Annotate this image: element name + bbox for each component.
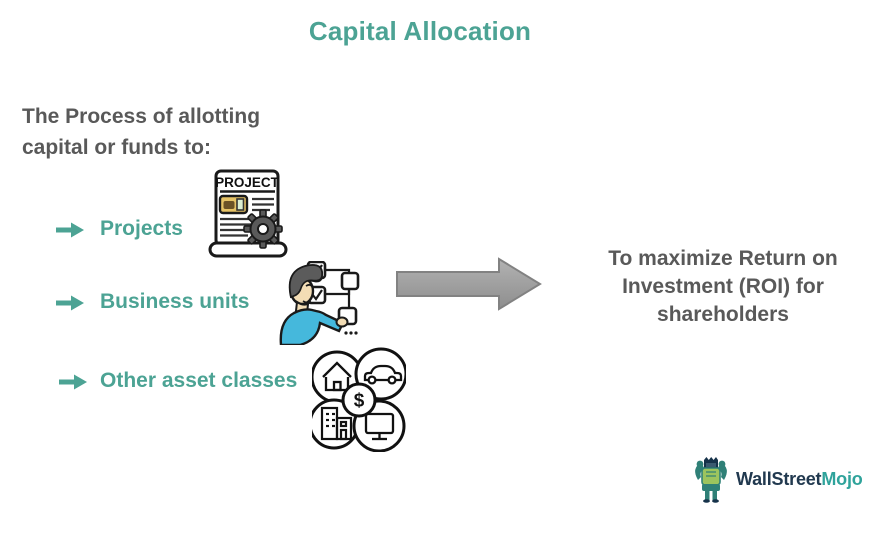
outcome-text: To maximize Return on Investment (ROI) f… bbox=[575, 245, 871, 329]
logo-brand-primary: WallStreet bbox=[736, 468, 822, 489]
intro-line-1: The Process of allotting bbox=[22, 105, 261, 128]
project-document-icon: PROJECT bbox=[206, 168, 290, 259]
project-doc-label: PROJECT bbox=[215, 175, 280, 190]
bullet-label-projects: Projects bbox=[100, 217, 183, 240]
gear-icon bbox=[243, 209, 283, 249]
page-title: Capital Allocation bbox=[308, 16, 532, 46]
house-icon bbox=[322, 361, 352, 392]
bullet-label-business-units: Business units bbox=[100, 290, 250, 313]
dollar-circle bbox=[341, 382, 377, 418]
bullet-arrow-icon bbox=[55, 221, 85, 239]
intro-line-2: capital or funds to: bbox=[22, 136, 211, 159]
logo-text: WallStreetMojo bbox=[736, 469, 863, 490]
wallstreetmojo-mascot-icon bbox=[690, 455, 732, 503]
bullet-arrow-icon bbox=[55, 294, 85, 312]
bullet-label-other-asset-classes: Other asset classes bbox=[100, 369, 298, 392]
outcome-line-3: shareholders bbox=[657, 303, 789, 326]
wallstreetmojo-logo: WallStreetMojo bbox=[690, 455, 863, 503]
logo-brand-secondary: Mojo bbox=[821, 468, 863, 489]
bullet-arrow-icon bbox=[58, 373, 88, 391]
car-icon bbox=[363, 364, 403, 385]
building-icon bbox=[320, 406, 353, 441]
person-flowchart-icon bbox=[278, 261, 364, 345]
eye bbox=[305, 283, 313, 288]
dollar-sign: $ bbox=[354, 391, 365, 412]
intro-text: The Process of allotting capital or fund… bbox=[22, 101, 260, 163]
mouth bbox=[302, 300, 312, 304]
computer-icon bbox=[364, 412, 395, 441]
flow-arrow-icon bbox=[395, 256, 543, 312]
outcome-line-2: Investment (ROI) for bbox=[622, 275, 824, 298]
asset-classes-icon: $ bbox=[312, 346, 406, 452]
outcome-line-1: To maximize Return on bbox=[608, 247, 838, 270]
ellipsis-dots bbox=[344, 331, 358, 335]
